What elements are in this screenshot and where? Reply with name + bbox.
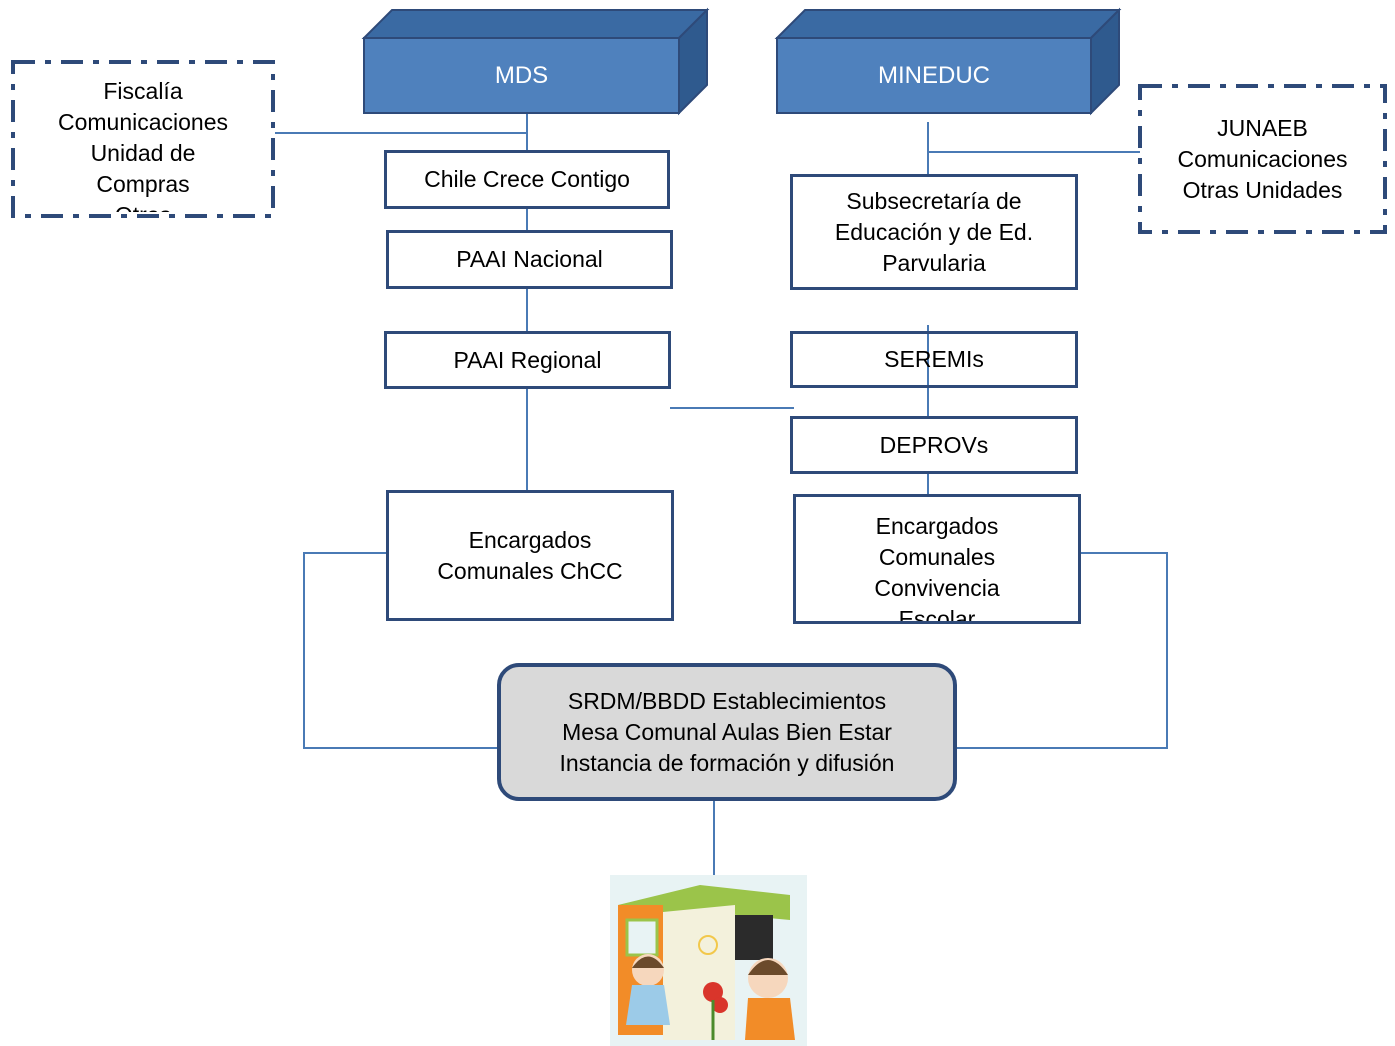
mineduc-cube: [774, 7, 1122, 116]
fiscalia-box: Fiscalía Comunicaciones Unidad de Compra…: [17, 76, 269, 212]
chcc-box: Chile Crece Contigo: [384, 150, 670, 209]
encargados-chcc-box: Encargados Comunales ChCC: [386, 490, 674, 621]
connector-lines: [275, 112, 1168, 875]
encargados-chcc-text: Encargados Comunales ChCC: [437, 526, 623, 584]
junaeb-dashed-border: [1138, 84, 1387, 234]
central-coordination-text: SRDM/BBDD Establecimientos Mesa Comunal …: [559, 687, 895, 776]
paai-nacional-box: PAAI Nacional: [386, 230, 673, 289]
deprovs-text: DEPROVs: [879, 431, 989, 458]
subsecretaria-box: Subsecretaría de Educación y de Ed. Parv…: [790, 174, 1078, 290]
mineduc-label: MINEDUC: [878, 61, 990, 89]
seremis-box: SEREMIs: [790, 331, 1078, 388]
paai-regional-text: PAAI Regional: [453, 346, 602, 373]
fiscalia-box-text: Fiscalía Comunicaciones Unidad de Compra…: [57, 78, 229, 212]
fiscalia-dashed-border: [11, 60, 275, 218]
children-playhouse-illustration: [610, 875, 807, 1046]
paai-nacional-text: PAAI Nacional: [456, 246, 603, 272]
encargados-convivencia-box: Encargados Comunales Convivencia Escolar: [793, 494, 1081, 624]
seremis-text: SEREMIs: [884, 346, 984, 372]
junaeb-box: JUNAEB Comunicaciones Otras Unidades: [1144, 113, 1381, 228]
chcc-box-text: Chile Crece Contigo: [424, 166, 630, 192]
central-coordination-box: SRDM/BBDD Establecimientos Mesa Comunal …: [497, 663, 957, 801]
paai-regional-box: PAAI Regional: [384, 331, 671, 389]
junaeb-box-text: JUNAEB Comunicaciones Otras Unidades: [1177, 115, 1348, 203]
mds-label: MDS: [494, 61, 549, 89]
subsecretaria-text: Subsecretaría de Educación y de Ed. Parv…: [834, 187, 1034, 276]
encargados-convivencia-text: Encargados Comunales Convivencia Escolar: [874, 513, 1000, 624]
deprovs-box: DEPROVs: [790, 416, 1078, 474]
mds-cube: [361, 7, 710, 116]
